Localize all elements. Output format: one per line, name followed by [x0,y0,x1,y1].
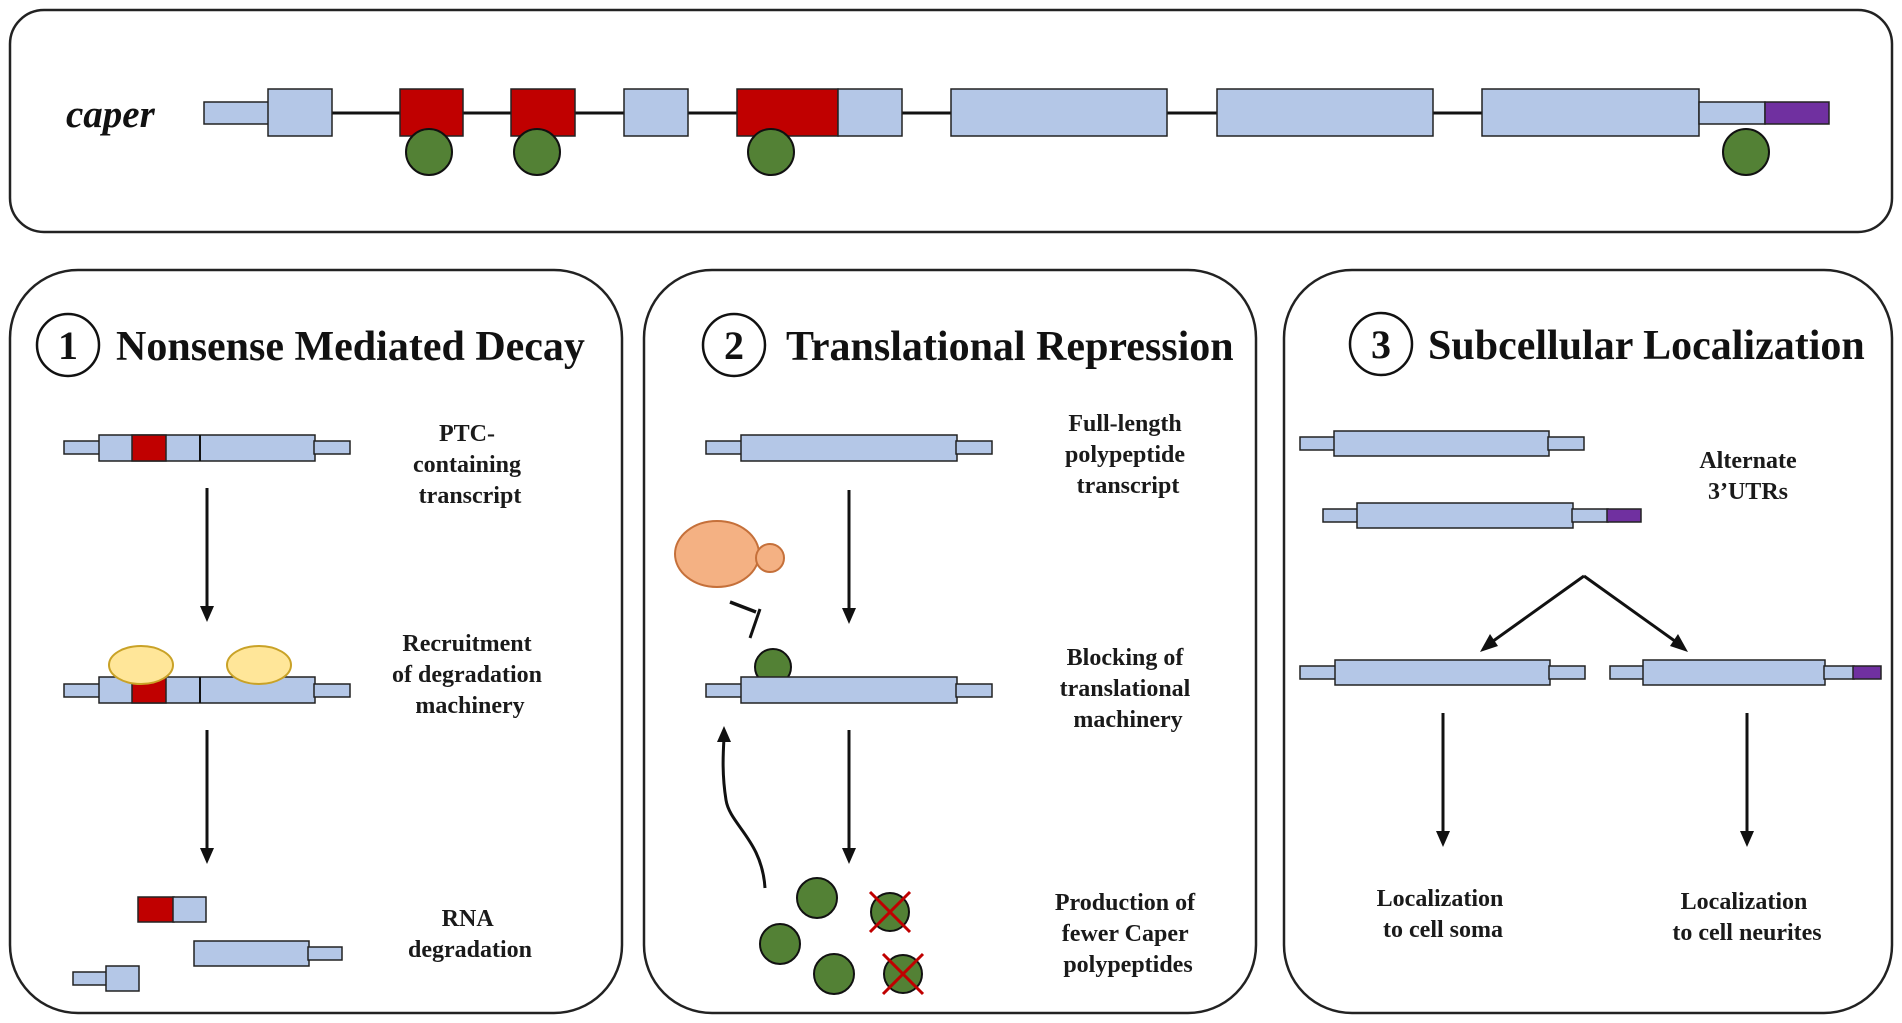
inhibition-line [748,608,762,639]
feedback-arrow-head [717,726,731,742]
transcript-short-utr [1299,430,1585,457]
binding-site-circle [405,128,453,176]
neurite-transcript [1609,659,1882,686]
step-label: Production of fewer Caper polypeptides [1055,890,1201,978]
rna-fragments [72,896,343,992]
polypeptide-blocked-icon [881,952,925,996]
polypeptide-circle [759,923,801,965]
degradation-complex-ellipse [108,645,174,685]
arrow-head [1436,831,1450,847]
arrow-head [200,606,214,622]
arrow-head [200,848,214,864]
panel-number: 2 [724,323,744,368]
panel-number-circle [701,312,767,378]
exon-6 [950,88,1168,137]
branch-arrow-left [1488,574,1585,646]
binding-site-circle [747,128,795,176]
panel-translational-repression: 2 Translational Repression Full-length p… [642,268,1258,1015]
exon-4 [623,88,689,137]
ribosome-icon [674,520,760,588]
polypeptide-circle [796,877,838,919]
step-label: RNA degradation [408,906,532,963]
step-label: Recruitment of degradation machinery [392,631,548,719]
feedback-arrow [721,737,767,889]
step-label-line-2: 3’UTRs [1708,479,1788,505]
utr-3prime [1698,101,1766,125]
branch-arrow-right [1583,574,1680,646]
arrow-head [842,848,856,864]
gene-model-panel: caper [8,8,1894,234]
exon-7 [1216,88,1434,137]
arrow-head [1480,634,1498,652]
step-label: Localization to cell soma [1377,886,1510,943]
arrow-head [842,608,856,624]
utr-5prime [203,101,271,125]
step-label: Alternate to cell neurites [1699,448,1797,474]
transcript-long-utr [1322,502,1642,529]
ptc-transcript-recruited [63,676,351,704]
step-label: PTC- containing transcript [413,421,527,509]
panel-number: 3 [1371,322,1391,367]
exon-8 [1481,88,1700,137]
step-label: Blocking of translational machinery [1060,645,1197,733]
panel-nonsense-mediated-decay: 1 Nonsense Mediated Decay PTC- containin… [8,268,624,1015]
binding-site-circle [1722,128,1770,176]
gene-name: caper [66,93,156,136]
arrow-head [1740,831,1754,847]
exon-5-ptc [736,88,839,137]
panel-subcellular-localization: 3 Subcellular Localization Alternate to … [1282,268,1894,1015]
step-label: Localization to cell neurites [1672,889,1821,946]
panel-number-circle [35,312,101,378]
polypeptide-circle [813,953,855,995]
arrow-head [1670,634,1688,652]
ribosome-small-subunit [755,543,785,573]
soma-transcript [1299,659,1586,686]
panel-number: 1 [58,323,78,368]
ptc-transcript [63,434,351,462]
degradation-complex-ellipse [226,645,292,685]
full-length-transcript [705,434,993,462]
step-label: Full-length polypeptide transcript [1065,411,1191,499]
binding-site-circle [513,128,561,176]
blocked-transcript [705,648,993,704]
exon-5-coding [837,88,903,137]
panel-title: Translational Repression [786,324,1234,370]
exon-1 [267,88,333,137]
panel-title: Subcellular Localization [1428,323,1865,369]
panel-number-circle [1348,311,1414,377]
polypeptide-blocked-icon [868,890,912,934]
panel-title: Nonsense Mediated Decay [116,324,585,370]
inhibition-bar [729,600,757,614]
utr-3prime-alternate [1764,101,1830,125]
